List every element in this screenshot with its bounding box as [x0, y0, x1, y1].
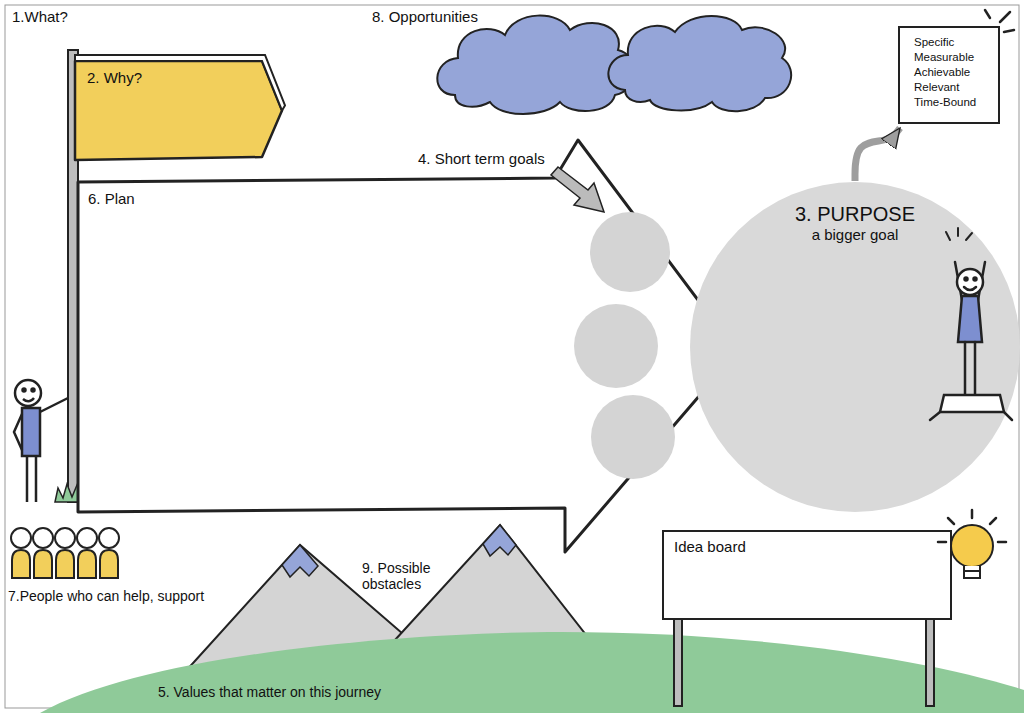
section-label: 1.What? — [12, 8, 68, 26]
node-text: 2. Why? — [87, 69, 270, 87]
node-text: Idea board — [674, 538, 940, 556]
node-text: 6. Plan — [88, 190, 730, 208]
light-bulb — [938, 510, 1006, 578]
snow-cap — [282, 545, 318, 577]
board-post — [926, 618, 934, 706]
flag-top — [75, 55, 285, 111]
stick-figure — [14, 380, 68, 502]
flag-node: 2. Why? — [75, 55, 282, 160]
snow-cap — [483, 525, 516, 556]
people-group — [11, 528, 119, 578]
node-text: Measurable — [914, 50, 988, 65]
cloud — [608, 16, 791, 111]
goal-circle — [574, 304, 658, 388]
board-post — [674, 618, 682, 706]
node-heading: 3. PURPOSE — [700, 202, 1010, 226]
section-label: 4. Short term goals — [418, 150, 545, 168]
pointer-arrow — [551, 167, 604, 212]
section-label: 7.People who can help, support — [8, 588, 204, 604]
goal-circle-node: 3. PURPOSEa bigger goal — [690, 182, 1020, 512]
node-text: Specific — [914, 35, 988, 50]
flag — [75, 61, 282, 160]
connector-arrow — [855, 128, 900, 181]
plan-arrow: 6. Plan — [78, 140, 740, 555]
node-text: Achievable — [914, 65, 988, 80]
purpose-circle — [690, 182, 1020, 512]
stick-figure — [930, 228, 1012, 420]
plan-arrow-outline — [78, 140, 737, 552]
node-text: a bigger goal — [700, 226, 1010, 244]
section-label: 5. Values that matter on this journey — [158, 684, 381, 700]
section-label: 9. Possible obstacles — [362, 560, 444, 592]
mountain — [395, 525, 590, 640]
node-text: Relevant — [914, 80, 988, 95]
node-outline — [78, 140, 740, 555]
frame — [5, 5, 1019, 708]
goal-circle — [590, 212, 670, 292]
section-label: 8. Opportunities — [372, 8, 478, 26]
idea-board: Idea board — [662, 530, 952, 620]
node-text: Time-Bound — [914, 95, 988, 110]
hill — [40, 632, 1024, 713]
smart-box: SpecificMeasurableAchievableRelevantTime… — [898, 26, 1000, 124]
cloud — [437, 16, 634, 114]
goal-circle — [591, 395, 675, 479]
